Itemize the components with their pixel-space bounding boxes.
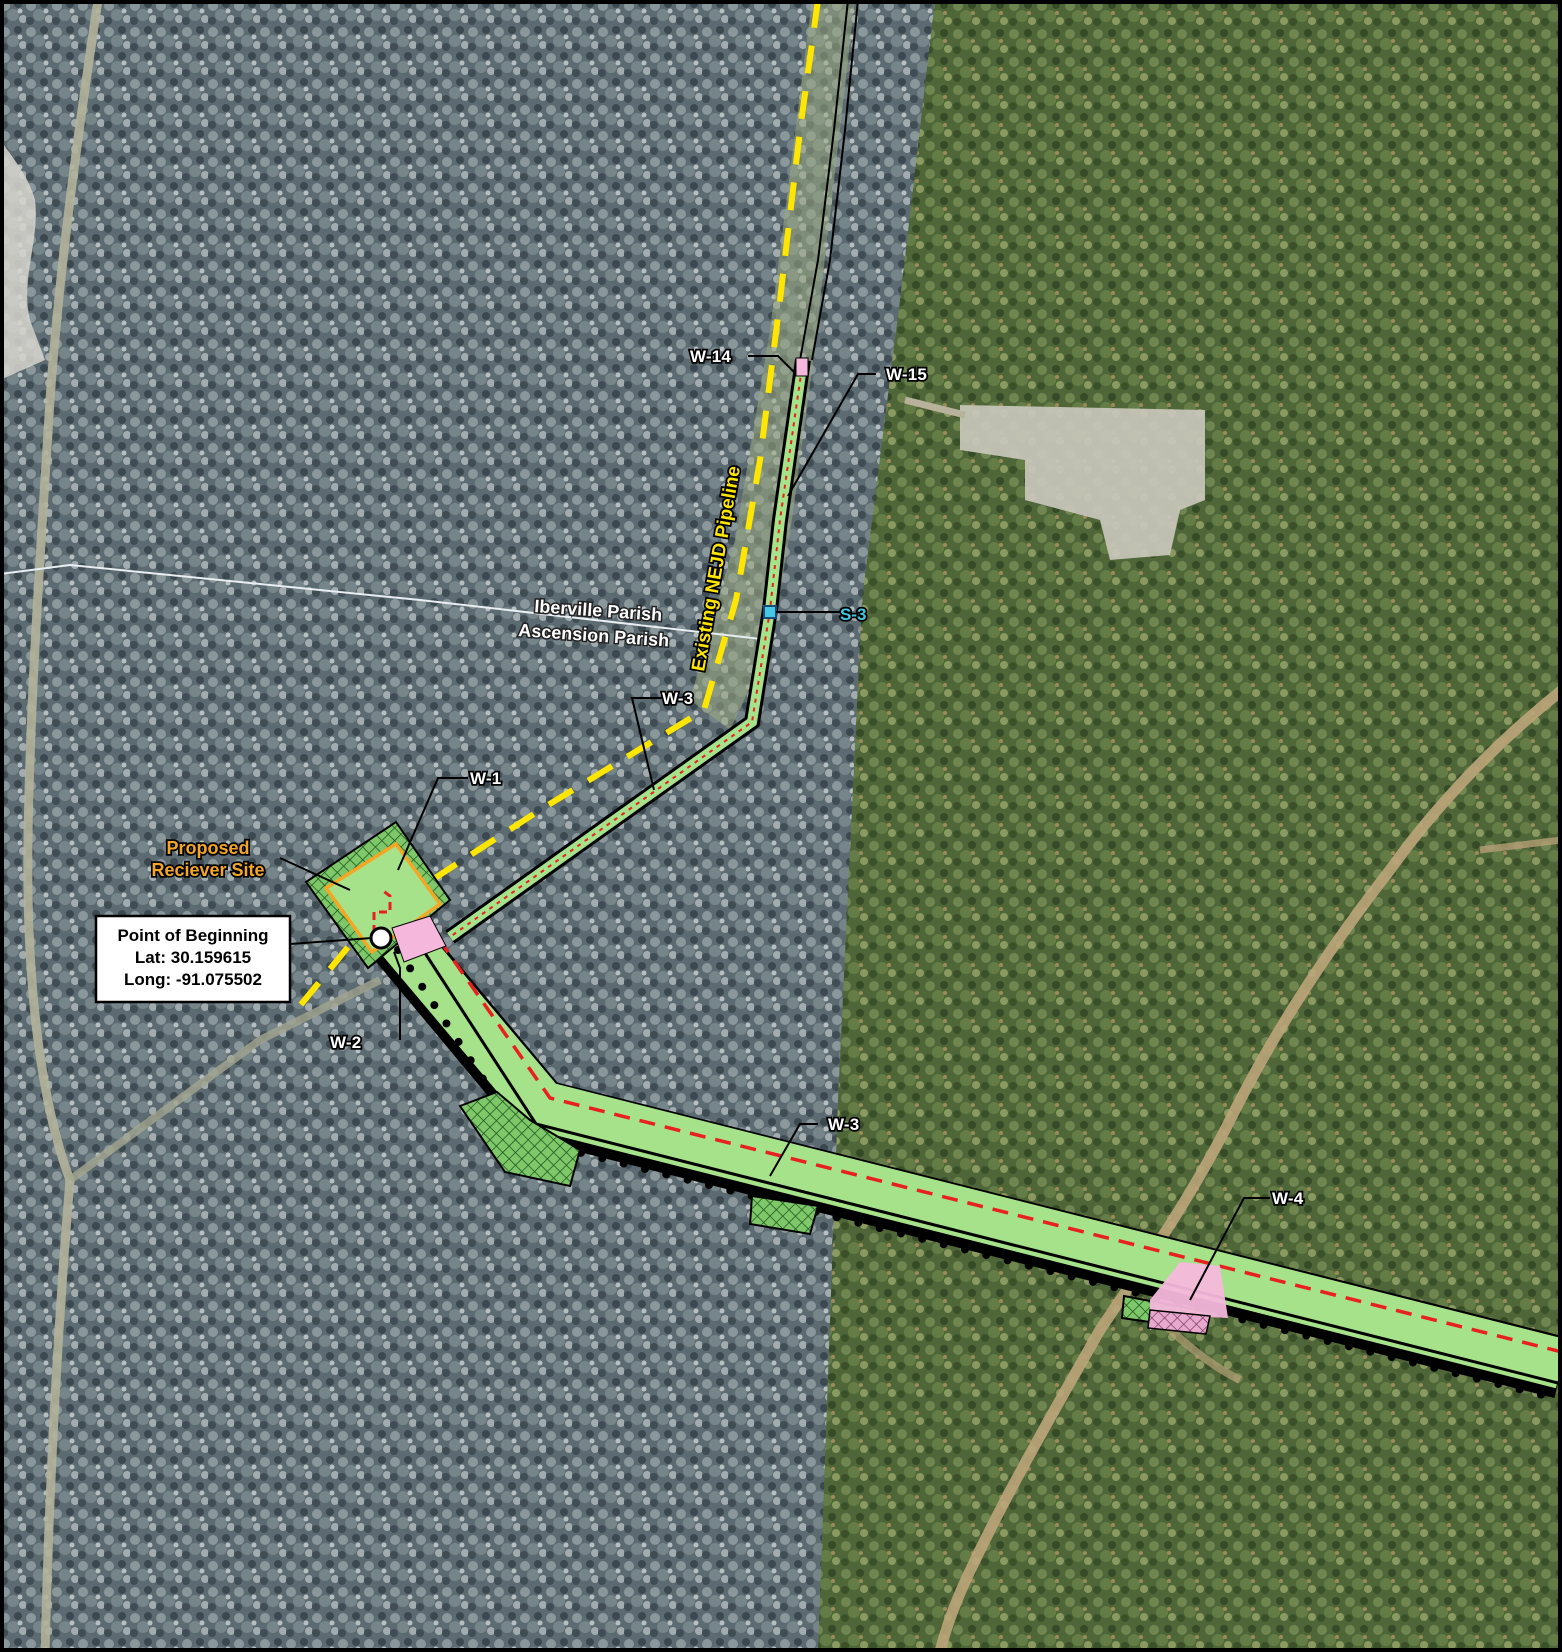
s3-stream-marker: [763, 605, 777, 619]
receiver-site-green: [328, 846, 438, 950]
left-road: [23, 0, 103, 1652]
sw-road: [67, 976, 382, 1184]
s3-label: S-3: [840, 605, 866, 624]
w1-label: W-1: [470, 769, 501, 788]
w1-leader: [397, 777, 468, 871]
point-of-beginning-marker[interactable]: [369, 926, 393, 950]
pob-title: Point of Beginning: [117, 926, 268, 945]
w14-leader: [748, 355, 797, 375]
east-pad: [960, 405, 1205, 560]
w3-south-leader: [769, 1123, 818, 1177]
w3-south-label: W-3: [828, 1115, 859, 1134]
point-of-beginning-box: Point of Beginning Lat: 30.159615 Long: …: [94, 914, 292, 1004]
w3-north-label: W-3: [662, 689, 693, 708]
east-trail-branch: [1479, 836, 1562, 854]
existing-pipeline-line: [287, 0, 821, 1020]
receiver-site-leader: [279, 857, 351, 891]
w2-leader: [393, 951, 401, 1040]
east-pad-access: [904, 396, 966, 419]
w15-leader: [787, 373, 876, 497]
w4-leader: [1189, 1197, 1270, 1301]
w2-label: W-2: [330, 1033, 361, 1052]
w4-wetland-hatch: [1147, 1309, 1211, 1335]
atws-south: [748, 1194, 820, 1236]
receiver-site-outline: [323, 841, 443, 955]
receiver-site-label-2: Reciever Site: [151, 860, 264, 880]
w4-label: W-4: [1272, 1189, 1304, 1208]
main-corridor-fill: [372, 911, 1562, 1389]
atws-southwest: [458, 1090, 582, 1188]
aerial-right: [818, 0, 1562, 1652]
w2-wetland: [391, 915, 447, 963]
receiver-site-centerline: [372, 888, 392, 946]
existing-pipe-black: [811, 0, 859, 361]
pipeline-row-grass: [690, 0, 855, 730]
w14-label: W-14: [690, 347, 731, 366]
pob-lat: Lat: 30.159615: [135, 948, 251, 967]
w14-wetland: [795, 357, 809, 377]
main-corridor-centerline: [422, 916, 1562, 1354]
sand-clearing: [0, 140, 45, 380]
w15-label: W-15: [886, 365, 927, 384]
w3-north-leader: [630, 697, 666, 791]
existing-pipe-black-2: [799, 0, 849, 361]
receiver-site-label-1: Proposed: [166, 838, 249, 858]
parish-boundary: [0, 563, 771, 641]
pob-long: Long: -91.075502: [124, 970, 262, 989]
pob-leader: [289, 937, 373, 945]
east-trail: [934, 685, 1562, 1652]
